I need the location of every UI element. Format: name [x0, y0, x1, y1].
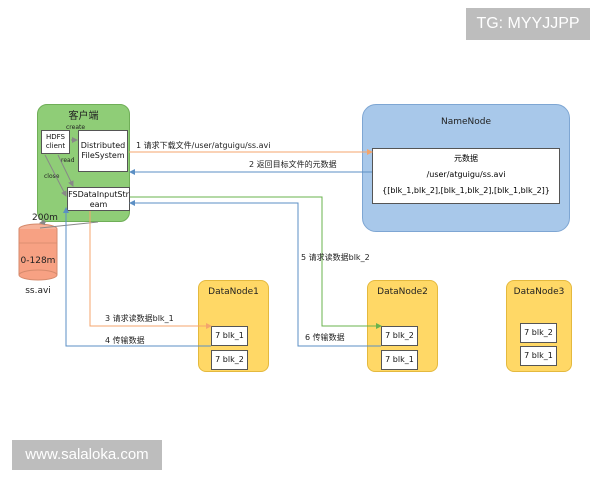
read-arrow [57, 154, 74, 187]
step6-label: 6 传输数据 [305, 333, 345, 342]
datanode2-block-1: 7 blk_2 [381, 326, 418, 346]
range-label: 0-128m [20, 256, 56, 266]
datanode1-block-1: 7 blk_1 [211, 326, 248, 346]
datanode2-title: DataNode2 [377, 287, 428, 297]
step6-arrow [129, 200, 381, 347]
datanode1-block-2: 7 blk_2 [211, 350, 248, 370]
read-label: read [61, 157, 75, 164]
datanode3-block-2: 7 blk_1 [520, 346, 557, 366]
watermark-top: TG: MYYJJPP [466, 8, 590, 40]
storage-line [39, 221, 99, 229]
datanode3-title: DataNode3 [513, 287, 565, 297]
step2-label: 2 返回目标文件的元数据 [249, 160, 337, 169]
namenode-title: NameNode [440, 117, 492, 127]
step5-label: 5 请求读数据blk_2 [301, 253, 370, 262]
hdfs-client-box: HDFS client [41, 130, 70, 154]
step5-arrow [130, 196, 382, 329]
fsdatainputstream-box: FSDataInputStream [67, 187, 130, 211]
metadata-box [372, 148, 560, 204]
step3-arrow [89, 211, 212, 329]
watermark-bottom: www.salaloka.com [12, 440, 162, 470]
datanode2-block-2: 7 blk_1 [381, 350, 418, 370]
size-label: 200m [32, 213, 58, 223]
close-arrow [44, 154, 67, 197]
step1-label: 1 请求下载文件/user/atguigu/ss.avi [136, 141, 271, 150]
close-label: close [44, 173, 60, 180]
distributed-filesystem-box: Distributed FileSystem [78, 130, 128, 172]
metadata-title: 元数据 [454, 154, 478, 163]
step4-label: 4 传输数据 [105, 336, 145, 345]
datanode3-block-1: 7 blk_2 [520, 323, 557, 343]
metadata-path: /user/atguigu/ss.avi [426, 170, 506, 179]
metadata-blocks: {[blk_1,blk_2],[blk_1,blk_2],[blk_1,blk_… [382, 186, 550, 195]
create-label: create [66, 124, 86, 131]
datanode1-title: DataNode1 [208, 287, 259, 297]
step4-arrow [63, 207, 211, 347]
write-arrow [39, 219, 47, 226]
client-title: 客户端 [68, 111, 99, 122]
step3-label: 3 请求读数据blk_1 [105, 314, 174, 323]
file-label: ss.avi [25, 286, 51, 296]
